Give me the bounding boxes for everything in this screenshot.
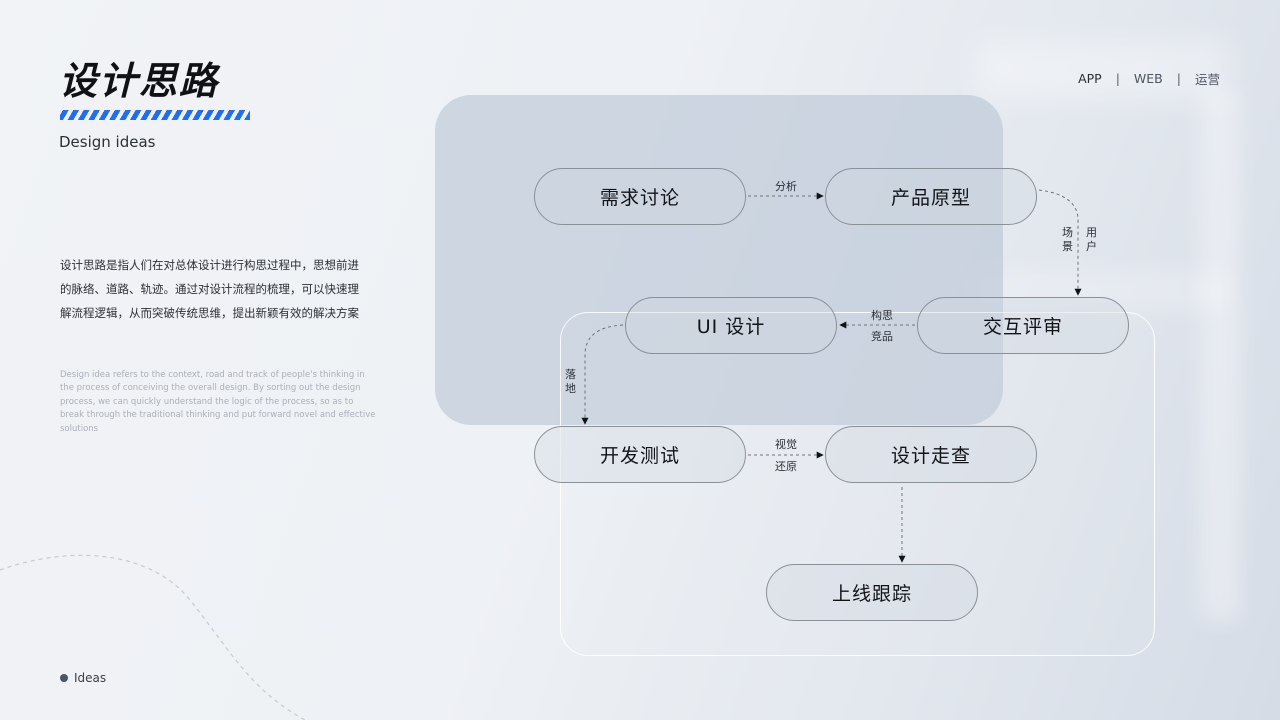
- intro-cn-line: 解流程逻辑，从而突破传统思维，提出新颖有效的解决方案: [60, 306, 359, 320]
- edge-label-visual: 视觉: [775, 438, 797, 451]
- nav-item-operations[interactable]: 运营: [1194, 72, 1220, 87]
- flow-panel-back: [435, 95, 1003, 425]
- decorative-dashed-curve: [0, 554, 306, 720]
- intro-en-line: break through the traditional thinking a…: [60, 410, 376, 421]
- edge-label-scenario: 场景: [1062, 226, 1073, 253]
- page-subtitle: Design ideas: [59, 133, 156, 151]
- footer-label: Ideas: [60, 671, 106, 685]
- nav-separator: |: [1115, 71, 1120, 86]
- edge-label-landing: 落地: [565, 368, 576, 395]
- flow-node-product-prototype[interactable]: 产品原型: [825, 168, 1037, 225]
- footer-text: Ideas: [74, 671, 107, 685]
- intro-en-line: process, we can quickly understand the l…: [60, 396, 354, 407]
- bullet-dot-icon: [60, 674, 68, 682]
- edge-label-user: 用户: [1086, 226, 1097, 253]
- intro-en-line: solutions: [60, 423, 99, 434]
- intro-chinese: 设计思路是指人们在对总体设计进行构思过程中，思想前进 的脉络、道路、轨迹。通过对…: [60, 253, 385, 325]
- flow-node-design-walkthrough[interactable]: 设计走查: [825, 426, 1037, 483]
- top-nav: APP | WEB | 运营: [1078, 69, 1220, 88]
- edge-label-concept: 构思: [871, 309, 893, 322]
- flow-node-launch-tracking[interactable]: 上线跟踪: [766, 564, 978, 621]
- intro-en-line: Design idea refers to the context, road …: [60, 370, 365, 380]
- title-accent-stripe: [60, 110, 250, 120]
- flow-node-interaction-review[interactable]: 交互评审: [917, 297, 1129, 354]
- nav-item-app[interactable]: APP: [1078, 71, 1102, 86]
- intro-cn-line: 设计思路是指人们在对总体设计进行构思过程中，思想前进: [60, 258, 359, 272]
- flow-panel-front: [560, 312, 1155, 656]
- edge-label-competitors: 竞品: [871, 330, 893, 343]
- flow-node-ui-design[interactable]: UI 设计: [625, 297, 837, 354]
- flow-node-dev-test[interactable]: 开发测试: [534, 426, 746, 483]
- intro-english: Design idea refers to the context, road …: [60, 369, 385, 436]
- intro-cn-line: 的脉络、道路、轨迹。通过对设计流程的梳理，可以快速理: [60, 282, 359, 296]
- edge-label-analysis: 分析: [775, 180, 797, 193]
- flow-node-requirement-discussion[interactable]: 需求讨论: [534, 168, 746, 225]
- intro-en-line: the process of conceiving the overall de…: [60, 383, 361, 394]
- nav-item-web[interactable]: WEB: [1133, 71, 1163, 86]
- edge-label-restore: 还原: [775, 460, 797, 473]
- nav-separator: |: [1176, 71, 1181, 86]
- page-title: 设计思路: [59, 59, 220, 103]
- window-light-right: [1200, 90, 1240, 620]
